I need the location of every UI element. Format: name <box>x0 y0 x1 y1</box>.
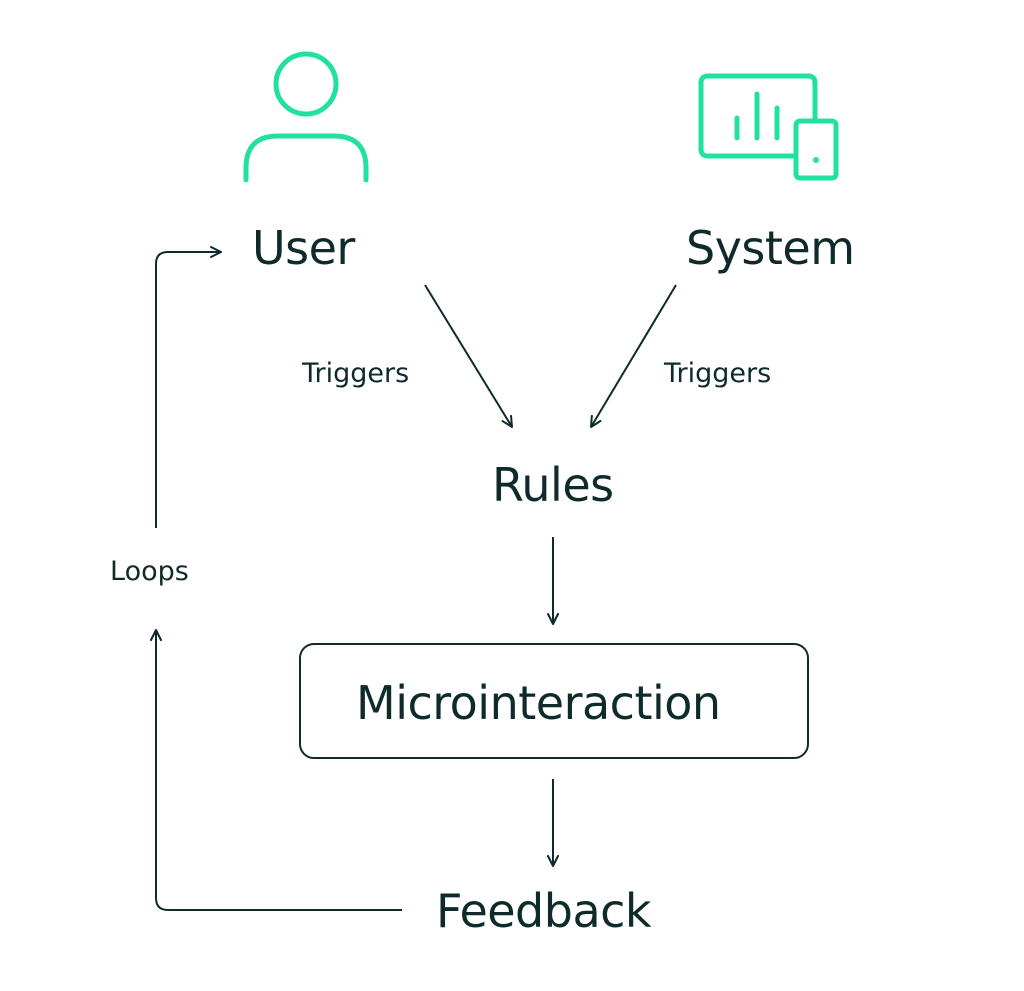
rules-node-label: Rules <box>492 458 614 512</box>
microinteraction-box <box>299 643 809 759</box>
user-node-label: User <box>252 221 355 275</box>
user-to-rules-arrow <box>424 284 513 428</box>
dashboard-devices-icon <box>698 73 839 181</box>
system-triggers-label: Triggers <box>664 358 772 389</box>
system-node-label: System <box>686 221 855 275</box>
loop-lower-arrow <box>150 629 402 911</box>
feedback-node-label: Feedback <box>436 884 652 938</box>
user-triggers-label: Triggers <box>302 358 410 389</box>
microinteraction-node-label: Microinteraction <box>356 676 721 730</box>
person-outline-icon <box>243 51 369 183</box>
system-to-rules-arrow <box>590 284 677 428</box>
loop-upper-arrow <box>155 246 222 528</box>
loops-label: Loops <box>110 556 189 587</box>
